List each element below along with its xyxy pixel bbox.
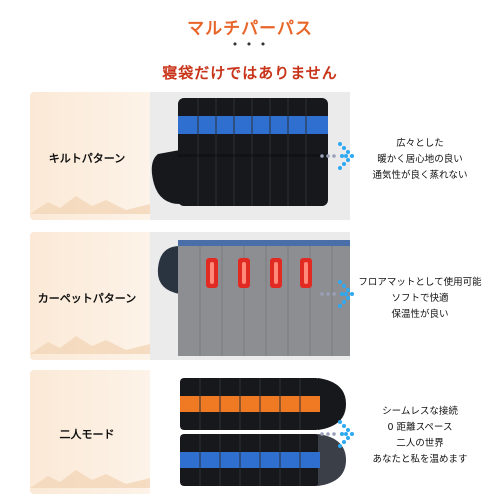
feature-text: 広々とした xyxy=(396,138,444,149)
page-subtitle: 寝袋だけではありません xyxy=(162,64,338,82)
carpet-features: フロアマットとして使用可能 ソフトで快適 保温性が良い xyxy=(340,275,500,323)
title-dots: • • • xyxy=(231,38,269,51)
mountain-icon xyxy=(30,336,150,354)
feature-text: 0 距離スペース xyxy=(387,422,453,433)
feature-text: あなたと私を温めます xyxy=(372,454,468,465)
feature-text: ソフトで快適 xyxy=(391,293,449,304)
feature-text: 暖かく居心地の良い xyxy=(377,154,463,165)
feature-text: フロアマットとして使用可能 xyxy=(358,277,482,288)
quilt-features: 広々とした 暖かく居心地の良い 通気性が良く蒸れない xyxy=(340,136,500,184)
carpet-pattern-photo xyxy=(150,232,350,360)
mountain-icon xyxy=(30,196,150,214)
quilt-pattern-photo xyxy=(150,92,350,220)
arrow-right-icon xyxy=(320,142,354,170)
quilt-pattern-card: キルトパターン xyxy=(30,92,350,220)
feature-text: 二人の世界 xyxy=(396,438,444,449)
pattern-label: カーペットパターン xyxy=(37,292,137,305)
two-person-card: 二人モード xyxy=(30,370,350,494)
feature-text: 保温性が良い xyxy=(391,309,449,320)
feature-text: シームレスな接続 xyxy=(382,406,458,417)
two-person-photo xyxy=(150,370,350,494)
pattern-label: キルトパターン xyxy=(48,152,126,165)
pattern-label: 二人モード xyxy=(59,428,115,441)
two-person-features: シームレスな接続 0 距離スペース 二人の世界 あなたと私を温めます xyxy=(340,404,500,468)
feature-text: 通気性が良く蒸れない xyxy=(372,170,468,181)
arrow-right-icon xyxy=(320,420,354,448)
page-title: マルチパーパス xyxy=(187,19,313,39)
arrow-right-icon xyxy=(320,280,354,308)
carpet-pattern-card: カーペットパターン xyxy=(30,232,350,360)
mountain-icon xyxy=(30,470,150,488)
